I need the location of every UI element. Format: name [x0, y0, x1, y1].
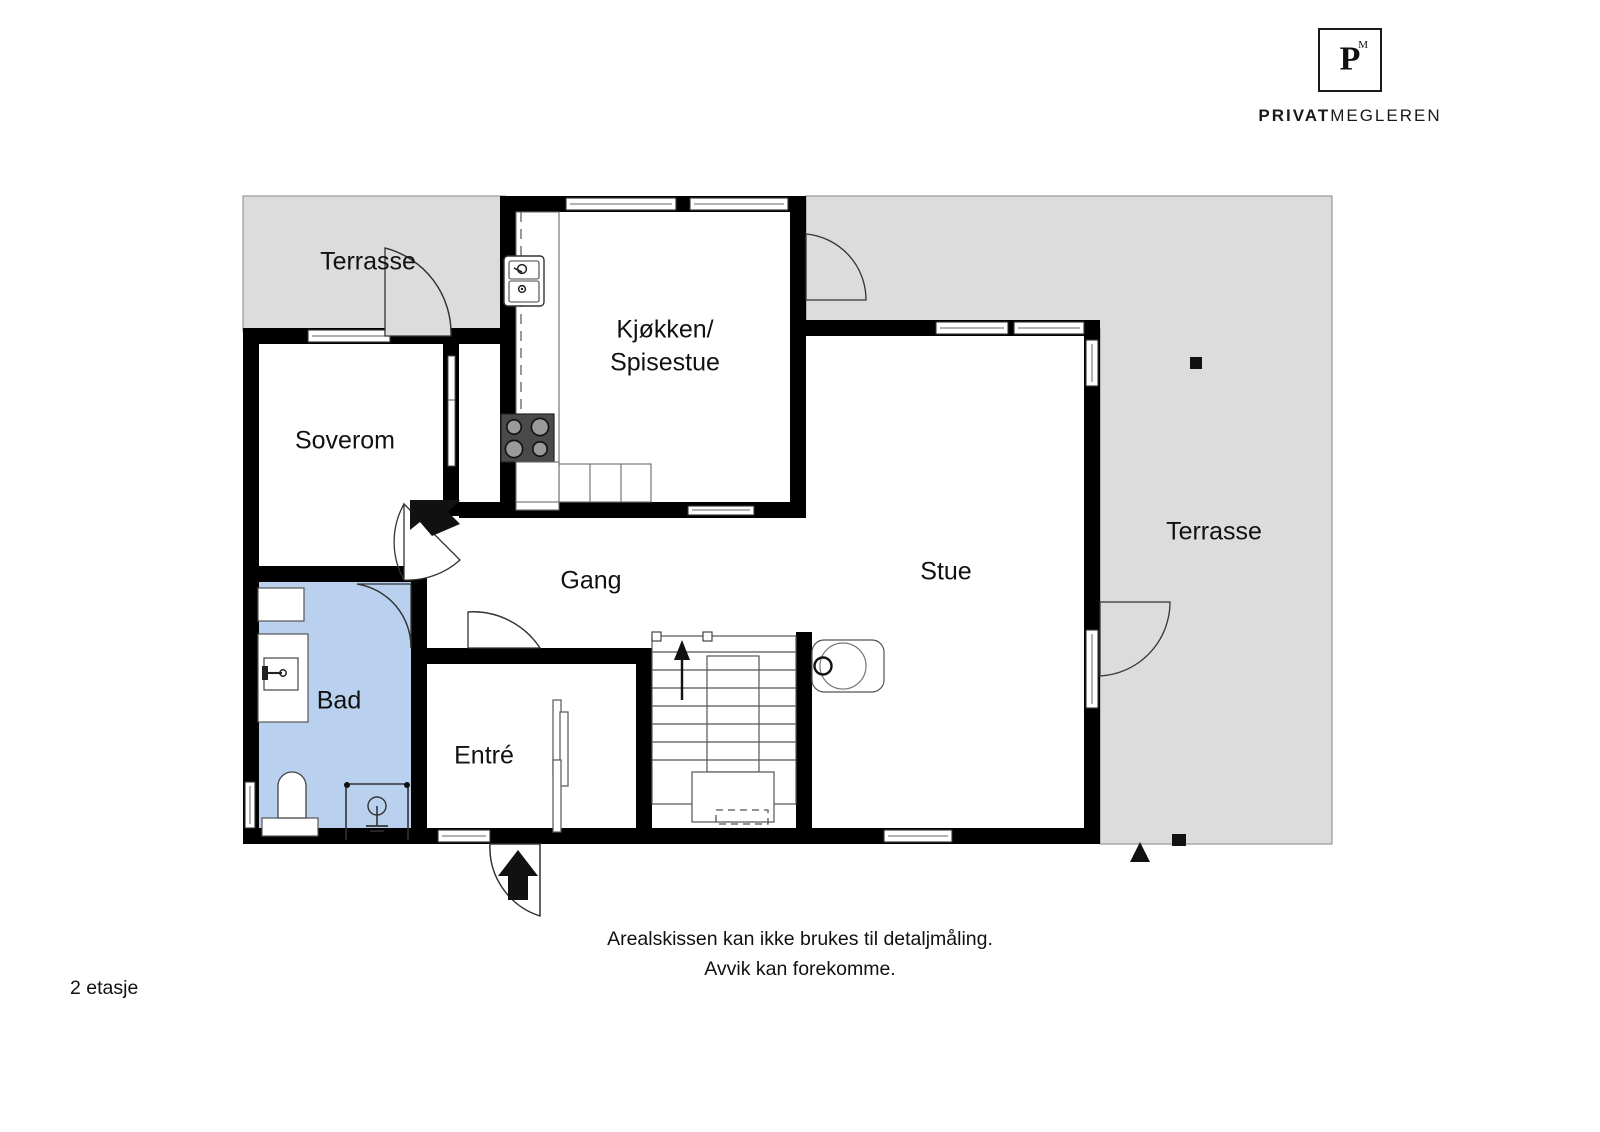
label-spisestue: Spisestue [610, 349, 720, 377]
terrace-markers [1130, 357, 1202, 862]
window-stue-top-2 [1013, 321, 1085, 335]
kitchen-fixtures [500, 211, 652, 511]
door-bad [356, 583, 412, 649]
window-soverom-right [447, 355, 456, 467]
label-kjokken: Kjøkken/ [616, 316, 713, 344]
window-stue-bottom [883, 829, 953, 843]
privatmegleren-logo: P M PRIVATMEGLEREN [1240, 28, 1460, 126]
kitchen-sink-icon [503, 255, 545, 307]
logo-box-icon: P M [1318, 28, 1382, 92]
disclaimer-line-1: Arealskissen kan ikke brukes til detaljm… [607, 928, 993, 950]
bathroom-fixtures [257, 587, 410, 840]
direction-arrow-down [410, 500, 460, 536]
kitchen-counter-icon [515, 461, 652, 503]
logo-superscript-m: M [1358, 39, 1368, 51]
floor-title: 2 etasje [70, 977, 139, 999]
door-stue-terrasse [1099, 601, 1171, 677]
brand-wordmark: PRIVATMEGLEREN [1240, 106, 1460, 126]
door-entre [467, 611, 542, 649]
label-entre: Entré [454, 742, 514, 770]
window-kitchen-top-1 [565, 197, 677, 211]
door-kjokken-terrasse [805, 233, 867, 301]
label-stue: Stue [920, 558, 971, 586]
label-soverom: Soverom [295, 427, 395, 455]
wardrobe-icon [552, 699, 569, 833]
windows [244, 197, 1099, 843]
window-stue-right-2 [1085, 629, 1099, 709]
window-kitchen-lower [687, 505, 755, 516]
window-bad-left [244, 781, 256, 829]
window-soverom-top [307, 329, 391, 343]
entry-arrow-up [498, 850, 538, 900]
logo-letter-p: P [1339, 40, 1361, 78]
wordmark-light: MEGLEREN [1330, 106, 1442, 125]
staircase-icon [651, 631, 797, 825]
label-terrasse-right: Terrasse [1166, 518, 1262, 546]
room-labels: Terrasse Soverom Kjøkken/ Spisestue Bad … [295, 248, 1262, 770]
window-stue-right-1 [1085, 339, 1099, 387]
wood-stove-icon [811, 639, 885, 693]
window-kitchen-top-2 [689, 197, 789, 211]
label-terrasse-top: Terrasse [320, 248, 416, 276]
door-terrasse-top [384, 247, 452, 337]
wordmark-bold: PRIVAT [1258, 106, 1331, 125]
label-gang: Gang [560, 567, 621, 595]
kitchen-stove-icon [500, 413, 555, 463]
window-entre-bottom [437, 829, 491, 843]
shower-icon [344, 782, 410, 840]
window-stue-top-1 [935, 321, 1009, 335]
label-bad: Bad [317, 687, 361, 715]
disclaimer-line-2: Avvik kan forekomme. [704, 958, 896, 980]
toilet-icon [261, 771, 319, 837]
